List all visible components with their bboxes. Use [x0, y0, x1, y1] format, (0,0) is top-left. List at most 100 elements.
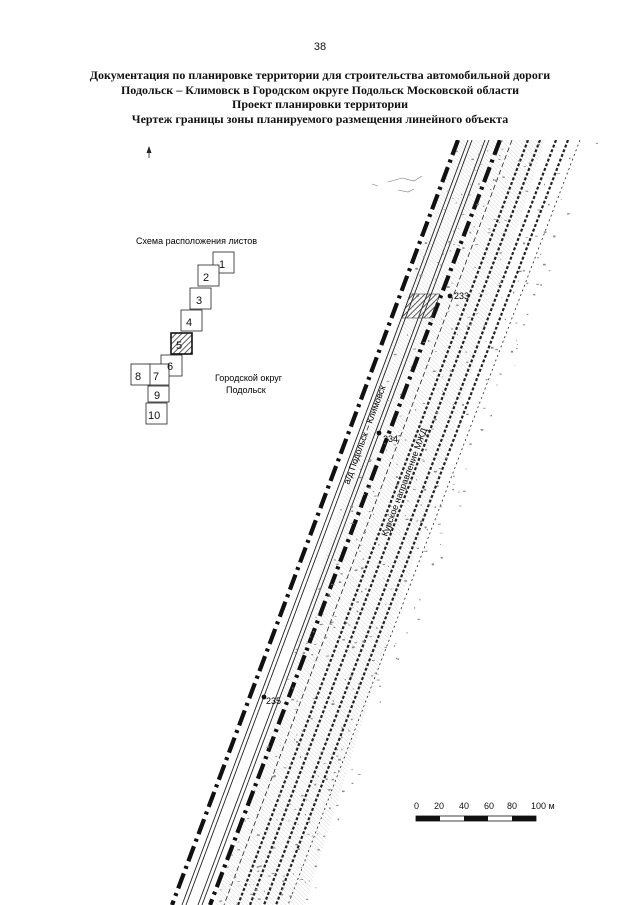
terrain-mark [456, 304, 459, 307]
terrain-mark [360, 468, 362, 471]
terrain-mark [535, 235, 538, 237]
terrain-mark [465, 468, 467, 470]
terrain-mark [375, 430, 378, 432]
sheet-layout-inset: Схема расположения листов 1 2 3 4 5 6 7 … [130, 236, 257, 425]
terrain-mark [311, 835, 313, 837]
terrain-mark [435, 351, 437, 352]
terrain-mark [376, 679, 380, 681]
terrain-mark [537, 143, 540, 146]
terrain-mark [447, 190, 449, 192]
terrain-mark [332, 584, 335, 586]
terrain-mark [336, 755, 339, 757]
terrain-mark [523, 324, 525, 326]
terrain-mark [463, 490, 466, 492]
terrain-mark [440, 557, 443, 559]
terrain-mark [528, 162, 532, 164]
terrain-mark [462, 247, 465, 249]
terrain-mark [481, 145, 483, 147]
scale-tick-60: 60 [484, 801, 494, 811]
terrain-mark [332, 700, 334, 702]
terrain-mark [490, 414, 492, 417]
terrain-mark [410, 461, 412, 462]
terrain-mark [376, 627, 378, 629]
terrain-mark [345, 622, 348, 624]
terrain-mark [227, 866, 229, 868]
terrain-mark [495, 179, 497, 182]
terrain-mark [413, 489, 416, 490]
terrain-mark [286, 808, 288, 811]
terrain-mark [292, 873, 295, 875]
terrain-mark [363, 494, 365, 495]
terrain-mark [476, 203, 479, 206]
terrain-mark [341, 736, 343, 739]
terrain-mark [317, 849, 320, 851]
terrain-mark [362, 640, 365, 642]
header-line-4: Чертеж границы зоны планируемого размеще… [131, 111, 509, 126]
terrain-mark [394, 353, 397, 356]
terrain-mark [422, 342, 426, 343]
terrain-mark [406, 632, 408, 634]
terrain-mark [501, 148, 504, 150]
picket-234-marker [376, 430, 382, 436]
scale-tick-20: 20 [434, 801, 444, 811]
terrain-mark [269, 890, 271, 891]
terrain-mark [459, 329, 461, 331]
terrain-mark [419, 598, 421, 601]
terrain-mark [259, 865, 262, 867]
terrain-mark [358, 476, 362, 479]
header-line-1: Документация по планировке территории дл… [89, 68, 551, 82]
terrain-mark [304, 813, 306, 816]
terrain-mark [315, 694, 317, 696]
terrain-mark [548, 204, 550, 206]
scale-tick-80: 80 [507, 801, 517, 811]
terrain-mark [424, 242, 428, 244]
terrain-mark [428, 503, 431, 506]
terrain-mark [317, 775, 319, 777]
terrain-mark [466, 325, 469, 327]
terrain-mark [439, 505, 442, 508]
terrain-mark [324, 637, 328, 639]
terrain-mark [308, 821, 311, 823]
terrain-mark [540, 253, 542, 256]
terrain-mark [379, 685, 381, 687]
terrain-mark [455, 202, 457, 204]
terrain-mark [434, 418, 437, 421]
terrain-mark [351, 782, 354, 784]
terrain-mark [342, 790, 345, 793]
terrain-mark [356, 460, 359, 462]
terrain-mark [385, 603, 387, 605]
zone-boundary-left [170, 140, 460, 905]
terrain-mark [288, 803, 291, 806]
terrain-mark [326, 655, 329, 657]
terrain-mark [499, 373, 502, 375]
terrain-mark [504, 220, 507, 221]
terrain-mark [469, 443, 472, 445]
terrain-mark [420, 520, 423, 523]
scale-tick-40: 40 [459, 801, 469, 811]
terrain-mark [331, 703, 335, 705]
terrain-mark [458, 505, 462, 507]
terrain-mark [356, 610, 359, 613]
terrain-mark [451, 282, 453, 284]
terrain-mark [393, 444, 396, 446]
terrain-mark [383, 577, 385, 579]
terrain-mark [354, 642, 358, 644]
terrain-mark [410, 366, 412, 368]
terrain-mark [219, 900, 222, 902]
terrain-mark [416, 520, 418, 522]
terrain-mark [469, 194, 471, 196]
terrain-mark [283, 875, 285, 877]
terrain-mark [311, 654, 314, 656]
terrain-mark [328, 595, 331, 598]
terrain-mark [434, 506, 437, 508]
terrain-mark [442, 376, 444, 378]
terrain-mark [469, 231, 472, 234]
terrain-mark [498, 221, 501, 223]
terrain-mark [356, 538, 358, 541]
terrain-mark [516, 344, 518, 345]
terrain-mark [432, 370, 436, 372]
zone-boundary-right [208, 140, 502, 905]
terrain-mark [351, 510, 354, 512]
terrain-mark [516, 348, 518, 349]
terrain-mark [415, 267, 418, 270]
